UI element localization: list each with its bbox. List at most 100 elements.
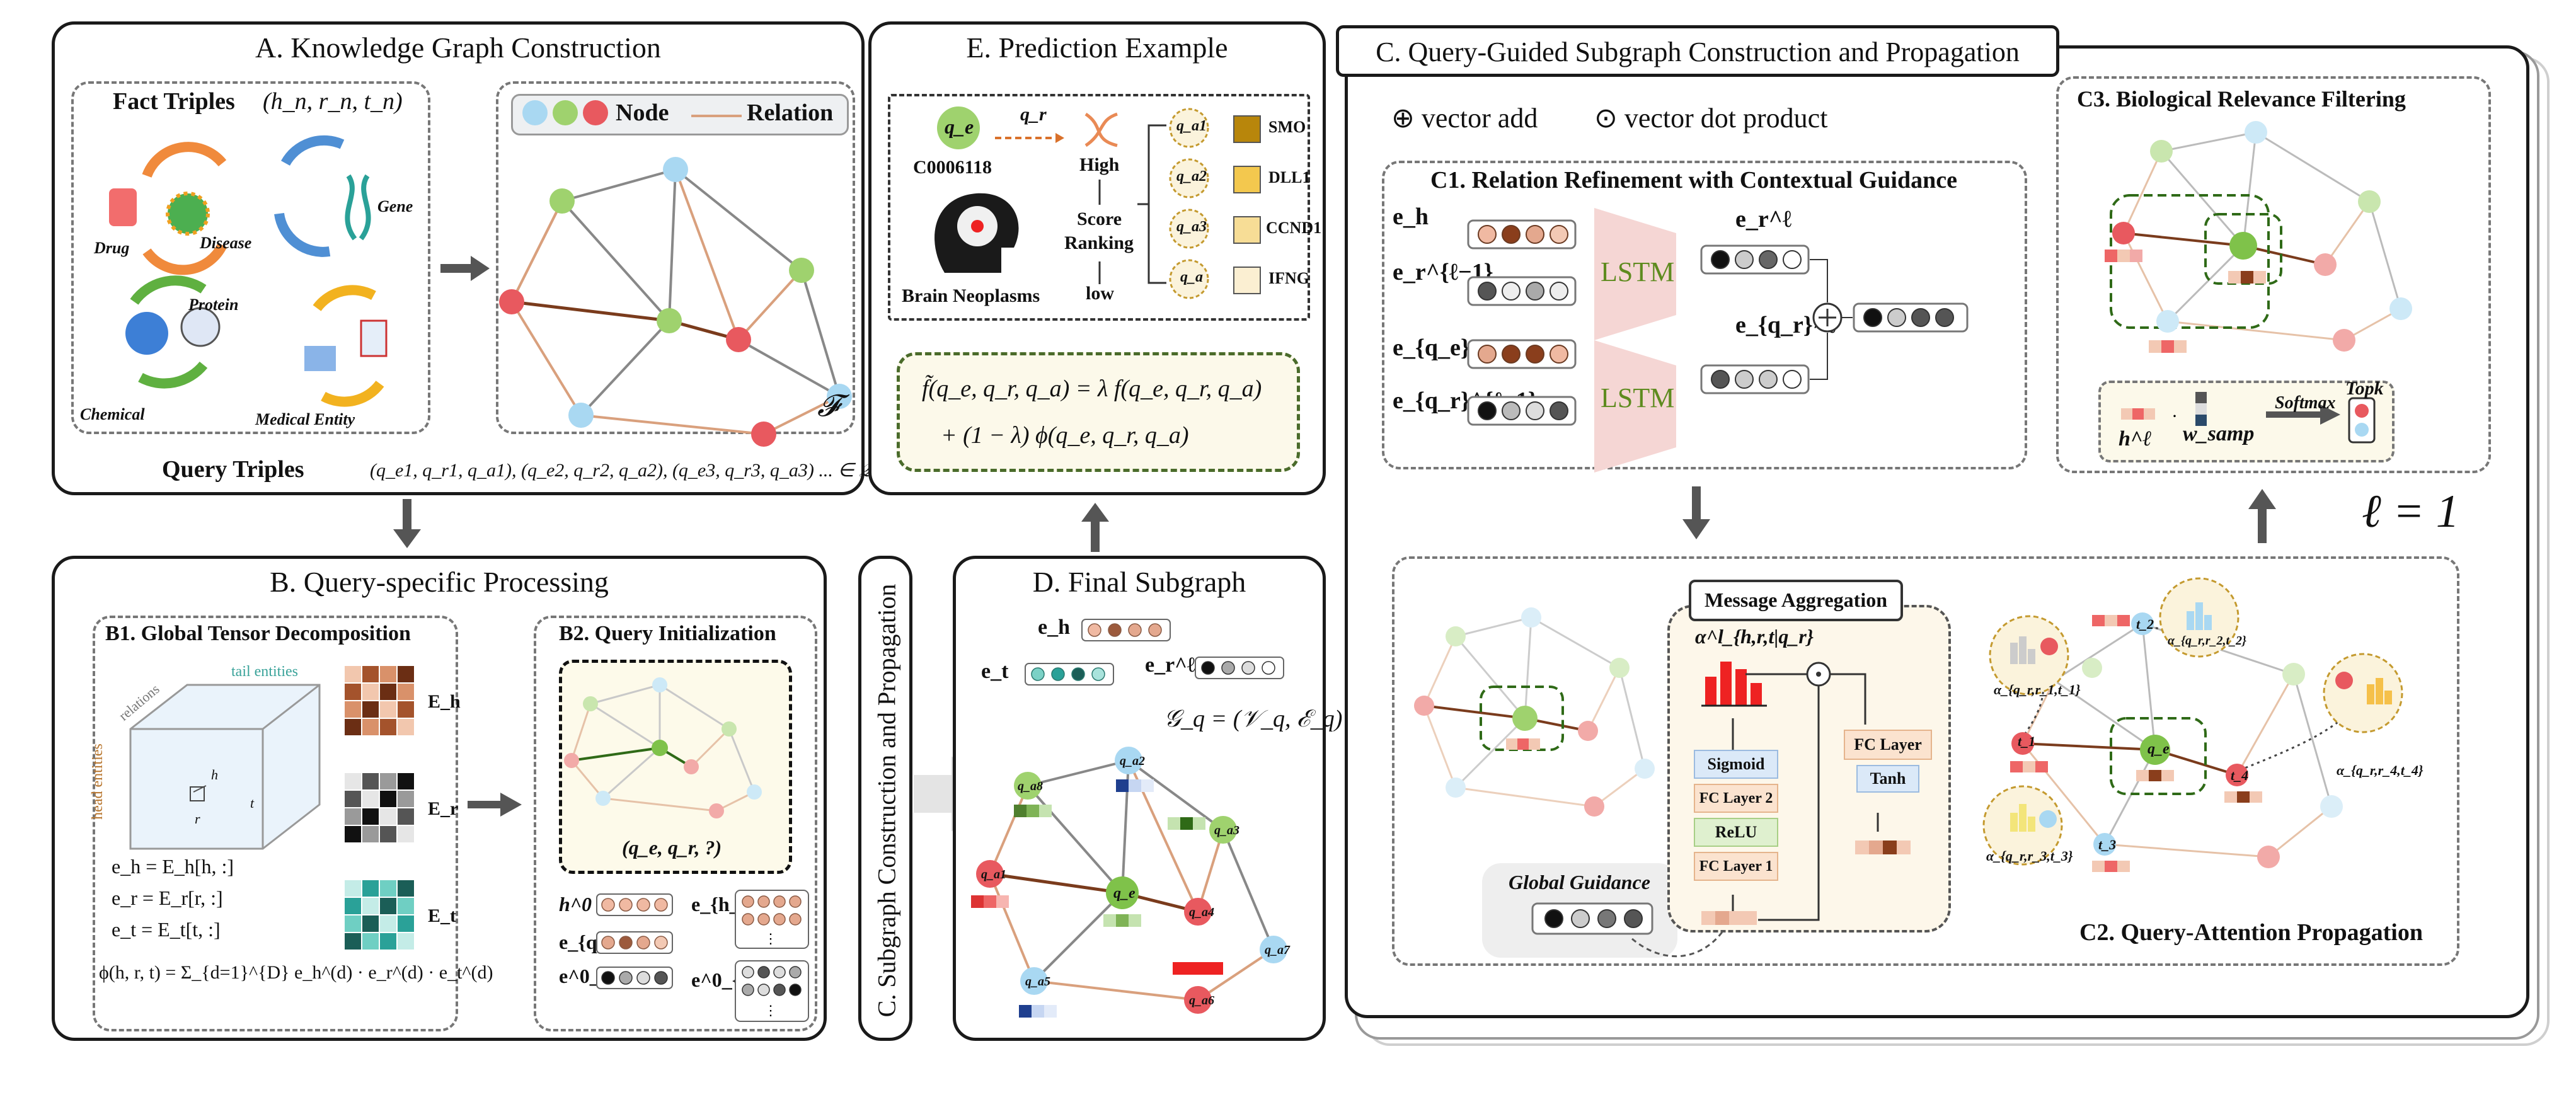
b2-box [534, 616, 817, 1031]
matrix-er [345, 773, 414, 842]
gene-swatch-1 [1233, 166, 1261, 193]
gene-swatch-0 [1233, 115, 1261, 143]
c1-input-vectors [1467, 219, 1577, 426]
gene-ifng: IFNG [1268, 269, 1309, 287]
legend-dot: ⊙ vector dot product [1594, 103, 1828, 134]
matrix-cell [380, 808, 396, 825]
d-node-qa7: q_a7 [1265, 943, 1290, 957]
cube-label-tail: tail entities [231, 663, 298, 680]
matrix-cell [380, 719, 396, 735]
matrix-cell [362, 773, 379, 789]
panel-c-title-box: C. Query-Guided Subgraph Construction an… [1336, 25, 2059, 77]
c1-in-eqe: e_{q_e} [1393, 335, 1470, 361]
mlp-output-vector [1855, 841, 1911, 854]
label-eh: E_h [428, 691, 461, 712]
entity-medical: Medical Entity [255, 410, 355, 428]
panel-b: B. Query-specific Processing B1. Global … [52, 556, 827, 1041]
matrix-cell [345, 719, 361, 735]
lstm-label-1: LSTM [1601, 256, 1675, 287]
matrix-cell [362, 701, 379, 718]
matrix-cell [380, 915, 396, 932]
entity-protein: Protein [188, 296, 239, 314]
c3-box [2056, 76, 2491, 473]
panel-d-title: D. Final Subgraph [1032, 566, 1246, 598]
mlp-sigmoid: Sigmoid [1694, 750, 1778, 779]
rank-low: low [1086, 283, 1114, 304]
d-label-er: e_r^ℓ [1145, 653, 1195, 677]
formula-box [897, 352, 1300, 472]
svg-text:⋮: ⋮ [764, 931, 778, 946]
query-entity-node [937, 106, 980, 149]
rank-score: Score [1077, 209, 1122, 229]
global-guidance-label: Global Guidance [1509, 871, 1650, 893]
matrix-cell [362, 808, 379, 825]
matrix-cell [398, 773, 414, 789]
panel-e: E. Prediction Example q_e q_r C0006118 B… [868, 21, 1326, 495]
panel-c-side: C. Subgraph Construction and Propagation [858, 556, 912, 1041]
e-disease: Brain Neoplasms [902, 285, 1040, 306]
c1-in-eh: e_h [1393, 204, 1429, 230]
c1-box [1382, 161, 2027, 469]
gene-ccnd1: CCND1 [1266, 219, 1322, 237]
attn-label-3: α_{q_r,r_3,t_3} [1986, 848, 2073, 864]
global-guidance-vector [1531, 902, 1653, 935]
c3-filter-graphic: · [2121, 392, 2376, 444]
layer-label: ℓ = 1 [2362, 486, 2459, 537]
matrix-cell [398, 701, 414, 718]
c2-title: C2. Query-Attention Propagation [2079, 919, 2423, 946]
tensor-cube [129, 684, 321, 850]
d-node-qa3: q_a3 [1214, 823, 1239, 837]
lstm-blocks [1594, 208, 1676, 473]
cube-r: r [195, 811, 200, 827]
entity-drug: Drug [94, 239, 130, 257]
matrix-eh [345, 666, 414, 735]
eq-eh: e_h = E_h[h, :] [112, 855, 234, 878]
c3-filter-box [2098, 381, 2395, 462]
matrix-cell [362, 933, 379, 950]
matrix-cell [380, 826, 396, 842]
matrix-cell [345, 880, 361, 897]
query-tuple: (q_e, q_r, ?) [622, 836, 722, 859]
matrix-cell [345, 826, 361, 842]
candidate-nodes [1169, 108, 1209, 299]
c1-title: C1. Relation Refinement with Contextual … [1430, 167, 1957, 193]
matrix-cell [362, 898, 379, 914]
d-label-et: e_t [981, 660, 1009, 683]
mlp-relu: ReLU [1694, 818, 1778, 847]
matrix-cell [398, 791, 414, 807]
matrix-cell [380, 684, 396, 700]
arrow-a-to-b [393, 499, 421, 548]
triple-notation: (h_n, r_n, t_n) [263, 88, 403, 115]
matrix-cell [398, 666, 414, 682]
gene-swatch-2 [1233, 216, 1261, 244]
e-qr: q_r [1020, 104, 1047, 125]
d-graph-eq: 𝒢_q = (𝒱_q, ℰ_q) [1164, 706, 1343, 732]
c3-graph [2105, 121, 2412, 353]
c2-node-t3: t_3 [2098, 837, 2117, 852]
c2-node-qe: q_e [2148, 741, 2170, 757]
panel-a: A. Knowledge Graph Construction Fact Tri… [52, 21, 873, 495]
rank-ranking: Ranking [1064, 232, 1134, 253]
b1-box [93, 616, 458, 1031]
matrix-cell [398, 719, 414, 735]
cand-qa2: q_a2 [1176, 168, 1207, 185]
c2-node-t2: t_2 [2136, 616, 2154, 632]
legend-relation-label: Relation [747, 100, 834, 126]
matrix-cell [345, 701, 361, 718]
mlp-fc1: FC Layer 1 [1694, 852, 1778, 881]
cand-qa3: q_a3 [1176, 219, 1207, 235]
graph-symbol-f: 𝓕 [817, 389, 840, 423]
rank-bracket [1137, 124, 1166, 284]
rank-lines [1098, 180, 1101, 284]
alpha-label: α^l_{h,r,t|q_r} [1695, 625, 1814, 648]
attn-label-1: α_{q_r,r_1,t_1} [1994, 682, 2081, 697]
qr-arrow [995, 133, 1064, 143]
c2-box [1392, 556, 2459, 966]
query-init-graph [564, 677, 762, 818]
c2-left-graph [1414, 607, 1655, 817]
label-er: E_r [428, 798, 459, 819]
fact-triples-box [71, 81, 430, 434]
brain-icon [934, 193, 1019, 273]
panel-c-side-label: C. Subgraph Construction and Propagation [872, 583, 901, 1018]
matrix-cell [345, 791, 361, 807]
